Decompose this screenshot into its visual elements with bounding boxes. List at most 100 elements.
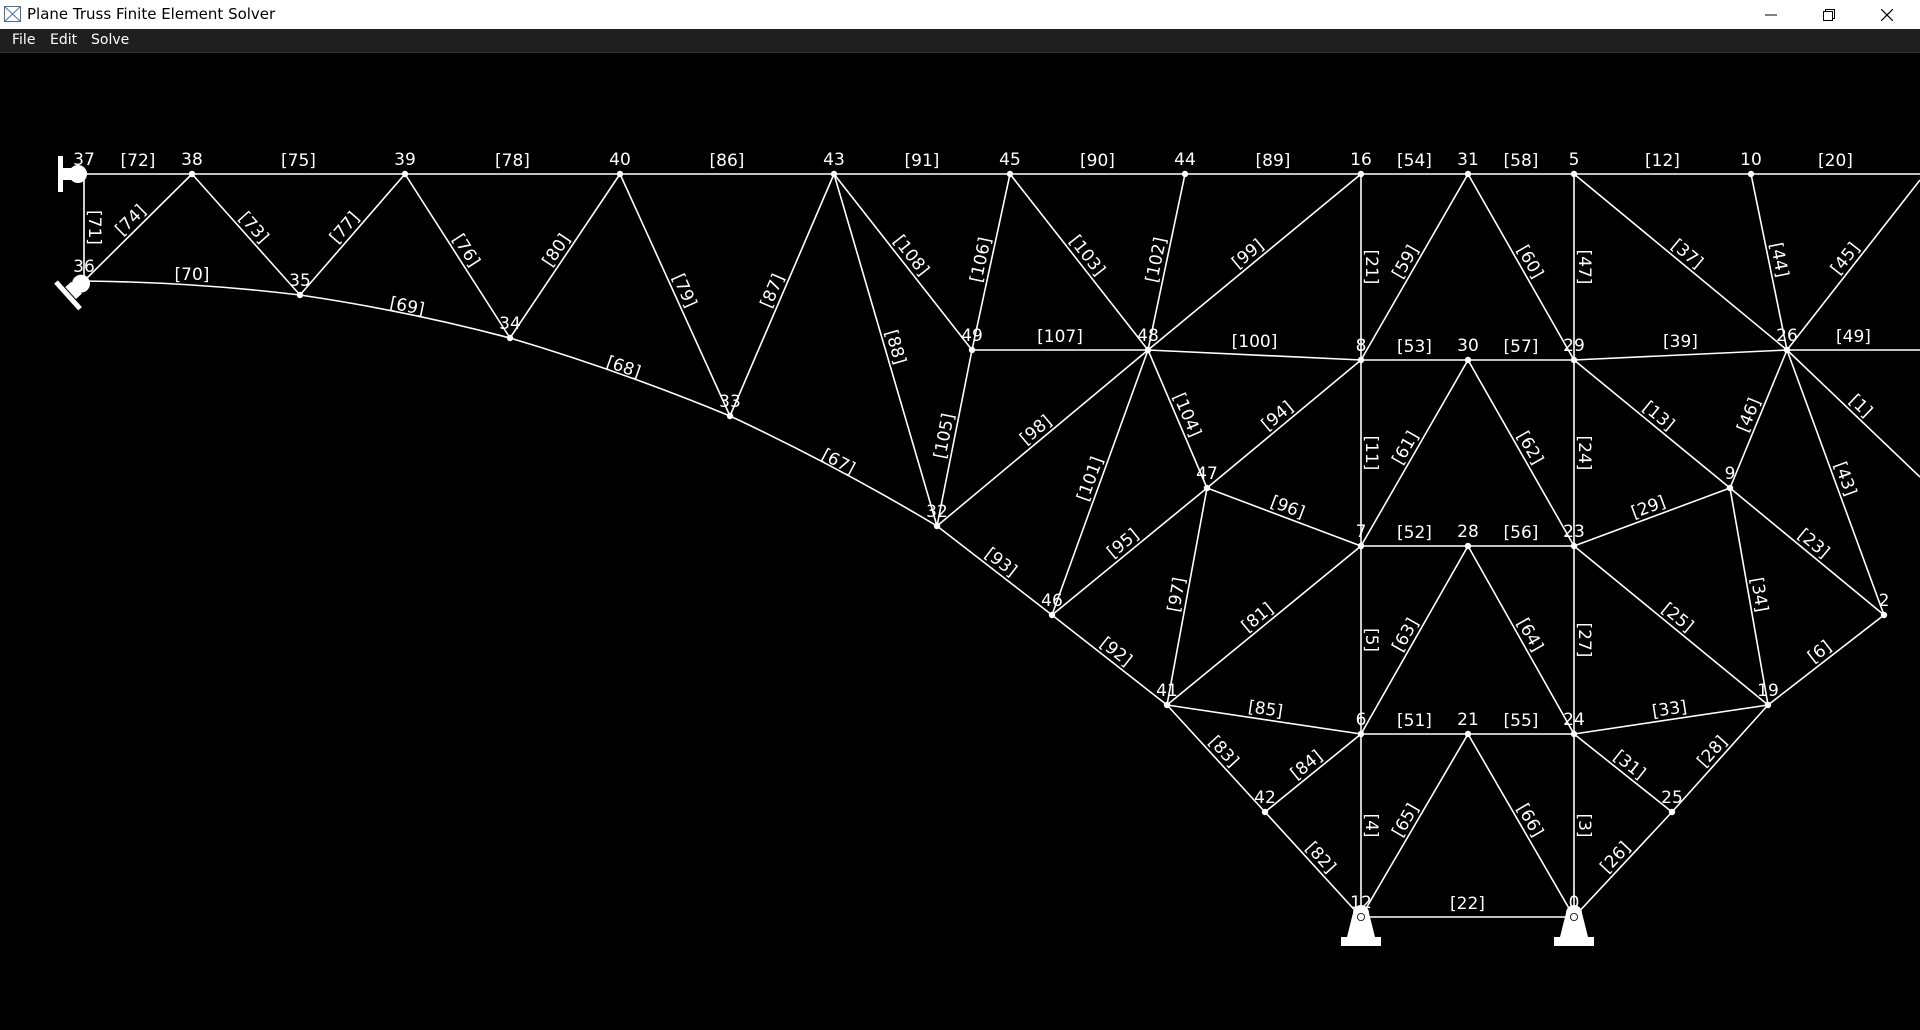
- truss-member[interactable]: [1166, 704, 1266, 813]
- truss-member[interactable]: [1166, 487, 1208, 706]
- truss-node[interactable]: [80, 277, 88, 285]
- truss-node[interactable]: [1357, 913, 1365, 921]
- truss-member[interactable]: [1051, 614, 1168, 706]
- truss-member[interactable]: [1573, 704, 1769, 735]
- truss-member[interactable]: [404, 173, 511, 339]
- truss-member[interactable]: [1671, 704, 1769, 813]
- truss-member[interactable]: [1051, 349, 1149, 616]
- truss-member[interactable]: [1147, 173, 1362, 351]
- truss-node[interactable]: [1570, 170, 1578, 178]
- truss-member[interactable]: [1786, 349, 1920, 478]
- minimize-button[interactable]: [1748, 0, 1794, 29]
- menu-edit[interactable]: Edit: [50, 32, 78, 48]
- truss-node[interactable]: [296, 291, 304, 299]
- truss-member[interactable]: [619, 173, 731, 417]
- truss-node[interactable]: [80, 170, 88, 178]
- truss-member[interactable]: [1767, 614, 1885, 706]
- truss-member[interactable]: [1467, 173, 1575, 361]
- truss-member[interactable]: [1729, 349, 1788, 489]
- truss-node[interactable]: [1048, 611, 1056, 619]
- truss-node[interactable]: [616, 170, 624, 178]
- truss-node[interactable]: [506, 334, 514, 342]
- truss-member[interactable]: [1573, 359, 1731, 489]
- truss-member[interactable]: [1147, 173, 1186, 351]
- truss-member[interactable]: [1467, 733, 1575, 918]
- truss-member[interactable]: [1729, 487, 1885, 616]
- truss-member[interactable]: [299, 173, 406, 296]
- truss-node[interactable]: [1261, 808, 1269, 816]
- truss-member[interactable]: [299, 294, 511, 339]
- truss-node[interactable]: [933, 522, 941, 530]
- truss-member[interactable]: [509, 173, 621, 339]
- truss-node[interactable]: [726, 412, 734, 420]
- truss-canvas[interactable]: [72][75][78][86][91][90][89][54][58][12]…: [0, 53, 1920, 1030]
- truss-member[interactable]: [1147, 349, 1362, 361]
- truss-node[interactable]: [1357, 356, 1365, 364]
- truss-node[interactable]: [1181, 170, 1189, 178]
- truss-member[interactable]: [1573, 173, 1788, 351]
- truss-member[interactable]: [1467, 359, 1575, 547]
- truss-member[interactable]: [1206, 487, 1362, 547]
- truss-node[interactable]: [1464, 542, 1472, 550]
- truss-node[interactable]: [1203, 484, 1211, 492]
- truss-node[interactable]: [1464, 730, 1472, 738]
- truss-member[interactable]: [1750, 173, 1788, 351]
- truss-node[interactable]: [1357, 542, 1365, 550]
- truss-member[interactable]: [936, 349, 1149, 527]
- truss-member[interactable]: [833, 173, 938, 527]
- truss-member[interactable]: [1573, 811, 1673, 918]
- truss-member[interactable]: [1467, 545, 1575, 735]
- truss-node[interactable]: [1464, 356, 1472, 364]
- truss-node[interactable]: [1357, 730, 1365, 738]
- truss-member[interactable]: [509, 337, 731, 417]
- truss-member[interactable]: [1147, 349, 1208, 489]
- truss-member[interactable]: [1786, 179, 1920, 351]
- truss-member[interactable]: [1573, 349, 1788, 361]
- truss-node[interactable]: [968, 346, 976, 354]
- truss-node[interactable]: [1668, 808, 1676, 816]
- truss-member[interactable]: [1166, 704, 1362, 735]
- truss-member[interactable]: [1360, 359, 1469, 547]
- truss-member[interactable]: [83, 280, 301, 296]
- truss-node[interactable]: [401, 170, 409, 178]
- truss-node[interactable]: [1783, 346, 1791, 354]
- truss-node[interactable]: [1570, 356, 1578, 364]
- truss-member[interactable]: [971, 173, 1011, 351]
- truss-member[interactable]: [1360, 545, 1469, 735]
- truss-node[interactable]: [1570, 730, 1578, 738]
- truss-member[interactable]: [1009, 173, 1149, 351]
- truss-drawing[interactable]: [72][75][78][86][91][90][89][54][58][12]…: [0, 53, 1920, 1030]
- truss-node[interactable]: [1464, 170, 1472, 178]
- truss-member[interactable]: [1206, 359, 1362, 489]
- truss-member[interactable]: [1573, 733, 1673, 813]
- truss-node[interactable]: [1747, 170, 1755, 178]
- truss-node[interactable]: [1764, 701, 1772, 709]
- truss-member[interactable]: [1264, 733, 1362, 813]
- truss-node[interactable]: [1163, 701, 1171, 709]
- truss-node[interactable]: [1357, 170, 1365, 178]
- truss-member[interactable]: [1729, 487, 1769, 706]
- truss-member[interactable]: [729, 415, 938, 527]
- truss-node[interactable]: [188, 170, 196, 178]
- truss-member[interactable]: [1573, 487, 1731, 547]
- truss-node[interactable]: [1880, 611, 1888, 619]
- truss-member[interactable]: [1051, 487, 1208, 616]
- truss-member[interactable]: [833, 173, 973, 351]
- menu-file[interactable]: File: [12, 32, 36, 48]
- truss-node[interactable]: [1726, 484, 1734, 492]
- truss-node[interactable]: [1570, 542, 1578, 550]
- restore-button[interactable]: [1806, 0, 1852, 29]
- menu-solve[interactable]: Solve: [91, 32, 130, 48]
- truss-member[interactable]: [1166, 545, 1362, 706]
- truss-node[interactable]: [1006, 170, 1014, 178]
- truss-node[interactable]: [1570, 913, 1578, 921]
- truss-node[interactable]: [830, 170, 838, 178]
- truss-member[interactable]: [1360, 173, 1469, 361]
- truss-member[interactable]: [1573, 545, 1769, 706]
- truss-member[interactable]: [1264, 811, 1362, 918]
- truss-member[interactable]: [936, 525, 1053, 616]
- truss-member[interactable]: [1360, 733, 1469, 918]
- truss-member[interactable]: [83, 173, 193, 282]
- truss-member[interactable]: [1786, 349, 1885, 616]
- truss-node[interactable]: [1144, 346, 1152, 354]
